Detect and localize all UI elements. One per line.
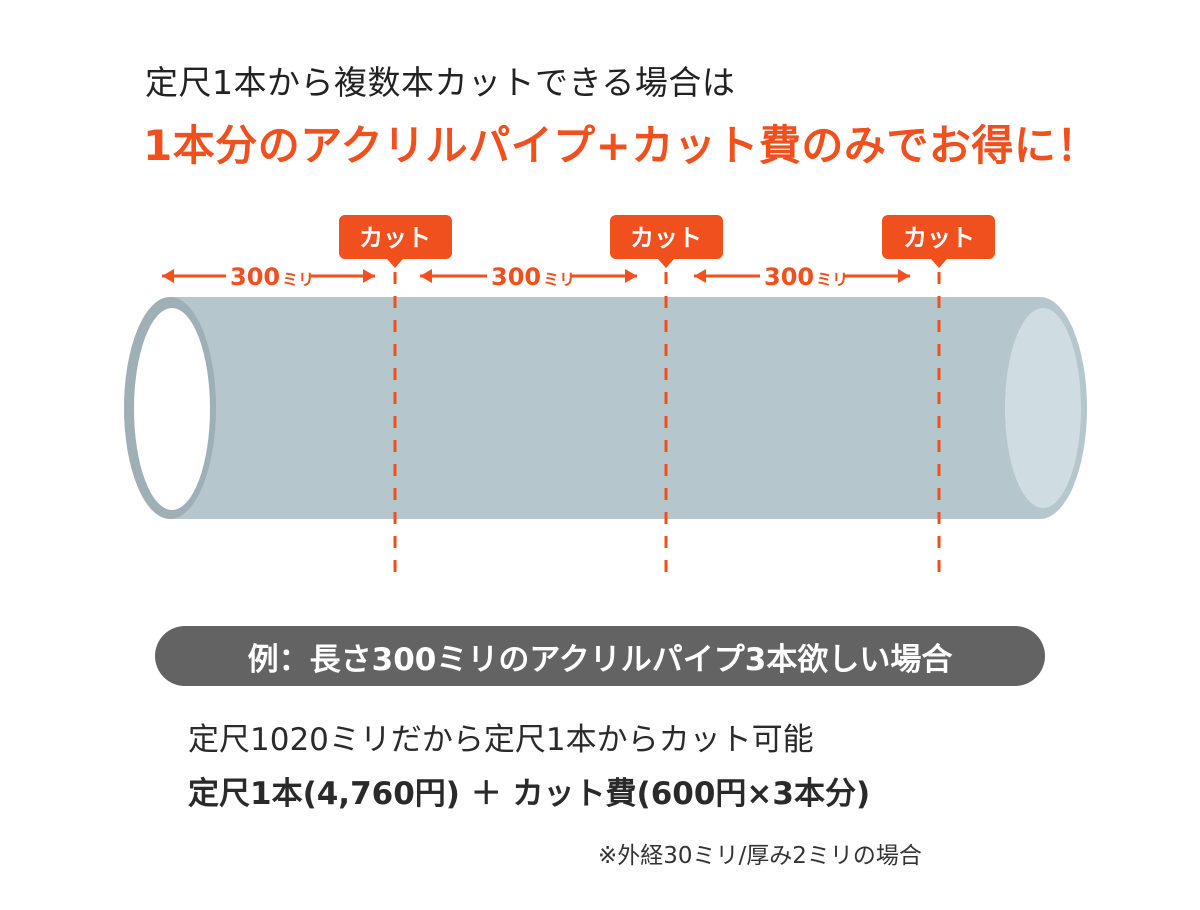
spec-footnote: ※外経30ミリ/厚み2ミリの場合 [598, 843, 922, 869]
cut-label-1: カット [339, 215, 452, 268]
cut-label-text: カット [359, 224, 431, 252]
pipe-near-end-opening [134, 308, 210, 510]
cut-label-text: カット [630, 224, 702, 252]
example-banner: 例：長さ300ミリのアクリルパイプ3本欲しい場合 [155, 626, 1045, 686]
pipe-body [170, 297, 1087, 519]
cut-label-3: カット [882, 215, 995, 268]
pipe-far-end [1005, 308, 1081, 508]
example-explanation: 定尺1020ミリだから定尺1本からカット可能 [188, 722, 814, 758]
cut-label-text: カット [903, 224, 975, 252]
example-price-breakdown: 定尺1本(4,760円) ＋ カット費(600円×3本分) [188, 776, 871, 812]
headline-main: 1本分のアクリルパイプ+カット費のみでお得に！ [143, 121, 1099, 170]
headline-intro: 定尺1本から複数本カットできる場合は [145, 63, 736, 102]
cut-label-2: カット [610, 215, 723, 268]
